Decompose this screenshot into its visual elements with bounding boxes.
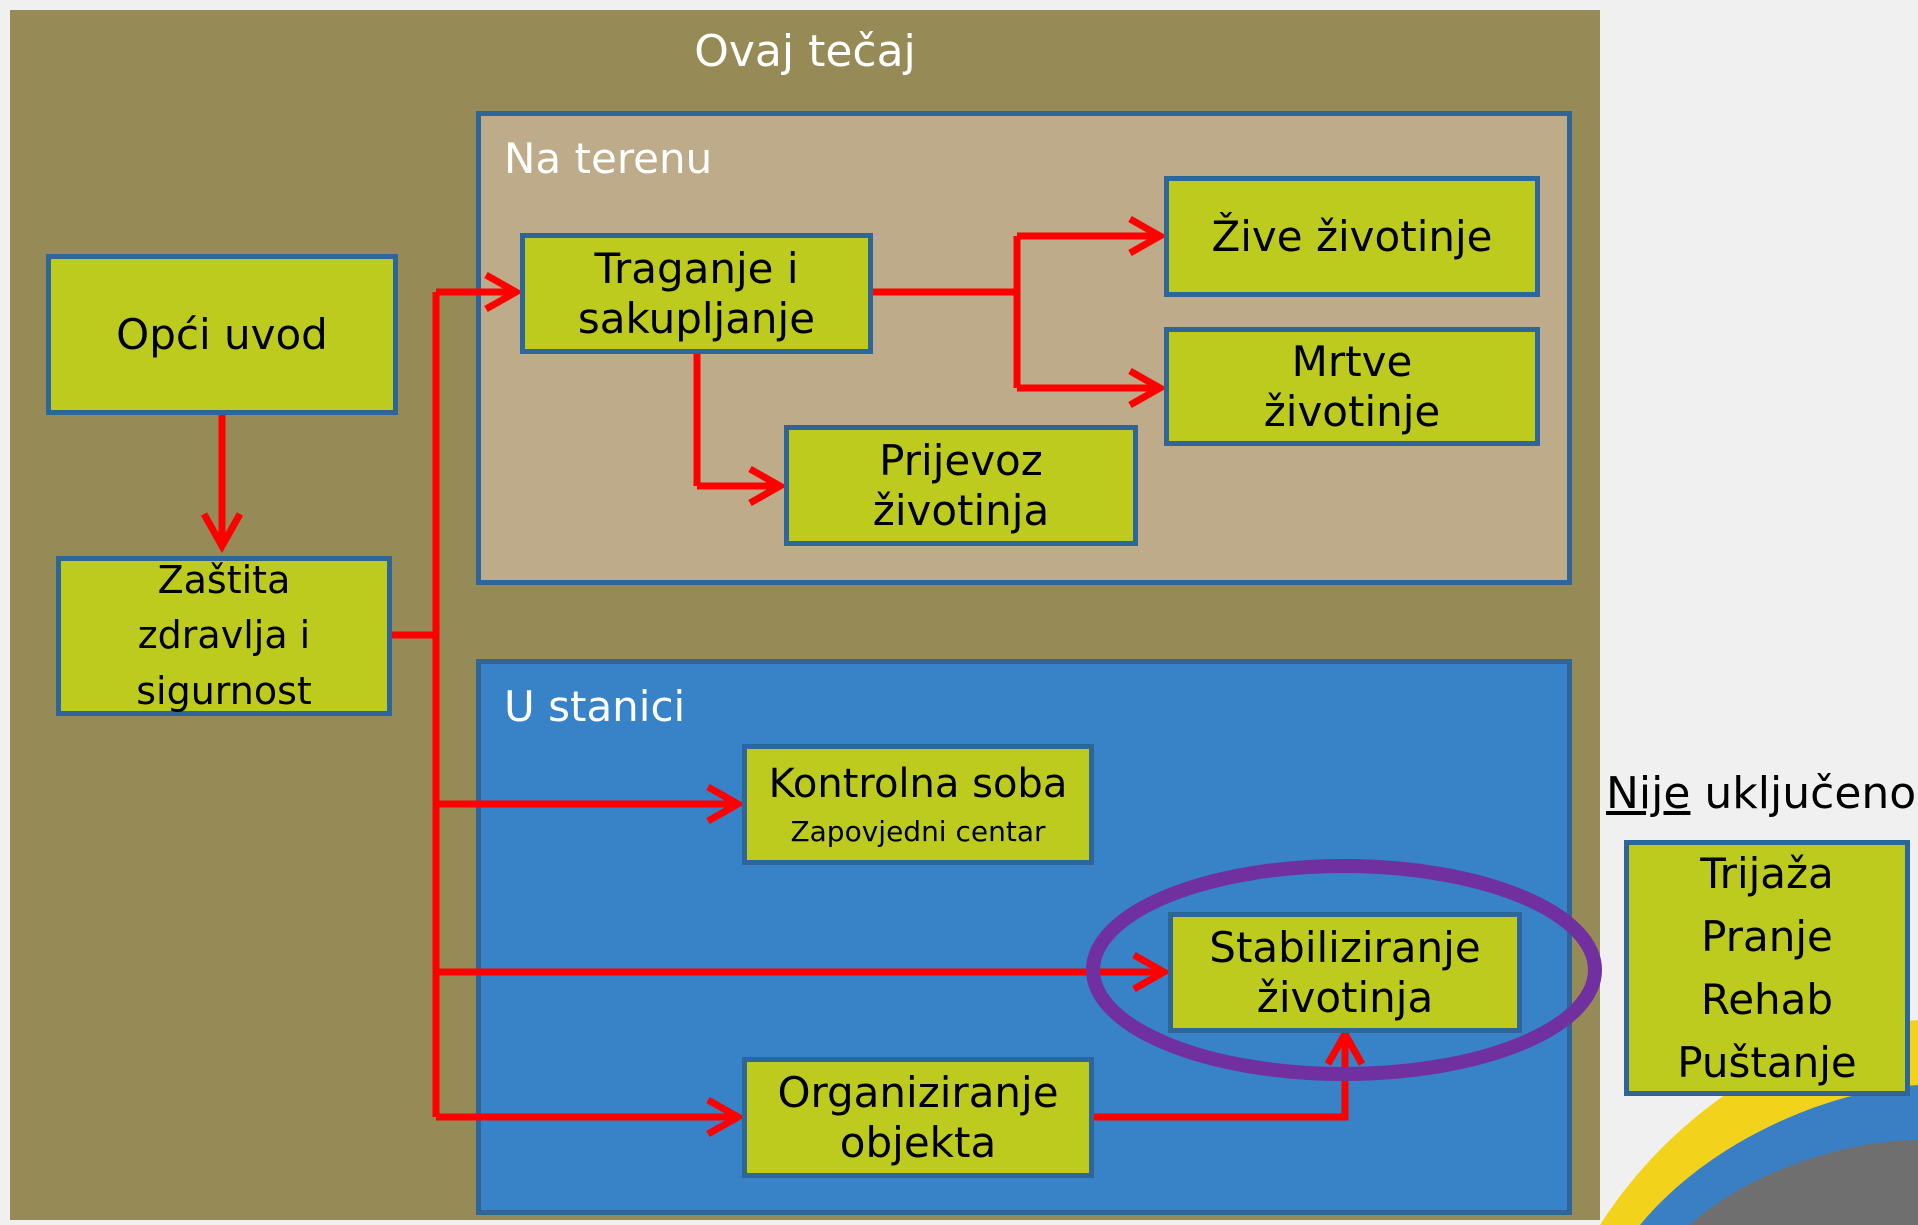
arrowhead-stabilization — [1132, 951, 1172, 993]
not-included-heading: Nije uključeno — [1606, 768, 1916, 819]
control-room-sublabel: Zapovjedni centar — [790, 814, 1046, 848]
arrowhead-safety — [200, 512, 244, 554]
arrowhead-transport — [748, 465, 788, 507]
not-included-underlined: Nije — [1606, 768, 1691, 819]
not-included-item: Puštanje — [1677, 1038, 1857, 1087]
control-room-box: Kontrolna soba Zapovjedni centar — [742, 744, 1094, 865]
stabilization-line-1: Stabiliziranje — [1209, 922, 1481, 972]
facility-setup-line-2: objekta — [839, 1117, 997, 1167]
course-title: Ovaj tečaj — [694, 26, 916, 77]
dead-animals-line-2: životinje — [1263, 386, 1441, 436]
search-collect-line-1: Traganje i — [594, 243, 799, 293]
health-safety-line-2: zdravlja i — [137, 613, 311, 658]
not-included-rest: uključeno — [1690, 768, 1917, 819]
transport-line-2: životinja — [872, 485, 1050, 535]
arrowhead-facility — [706, 1096, 746, 1138]
live-animals-box: Žive životinje — [1164, 176, 1540, 297]
facility-setup-line-1: Organiziranje — [777, 1067, 1059, 1117]
field-group-label: Na terenu — [504, 134, 713, 183]
transport-box: Prijevoz životinja — [784, 425, 1138, 546]
arrowhead-live — [1128, 215, 1168, 257]
arrowhead-facility-stabilization — [1324, 1026, 1366, 1066]
health-safety-box: Zaštita zdravlja i sigurnost — [56, 556, 392, 716]
health-safety-line-1: Zaštita — [157, 558, 291, 603]
arrow-facility-to-stabilization — [1093, 1040, 1349, 1121]
health-safety-line-3: sigurnost — [136, 668, 312, 713]
dead-animals-box: Mrtve životinje — [1164, 327, 1540, 446]
not-included-item: Rehab — [1700, 975, 1834, 1024]
general-intro-box: Opći uvod — [46, 254, 398, 415]
control-room-label: Kontrolna soba — [768, 761, 1068, 808]
facility-setup-box: Organiziranje objekta — [742, 1057, 1094, 1178]
search-collect-box: Traganje i sakupljanje — [520, 233, 873, 354]
arrowhead-control-room — [706, 783, 746, 825]
not-included-box: Trijaža Pranje Rehab Puštanje — [1624, 840, 1910, 1096]
transport-line-1: Prijevoz — [879, 435, 1043, 485]
not-included-item: Pranje — [1701, 912, 1833, 961]
general-intro-label: Opći uvod — [116, 309, 328, 359]
stabilization-line-2: životinja — [1256, 972, 1434, 1022]
station-group-label: U stanici — [504, 682, 686, 731]
arrowhead-dead — [1128, 367, 1168, 409]
dead-animals-line-1: Mrtve — [1291, 336, 1413, 386]
stabilization-box: Stabiliziranje životinja — [1168, 912, 1522, 1033]
live-animals-label: Žive životinje — [1211, 211, 1493, 261]
not-included-item: Trijaža — [1700, 849, 1834, 898]
arrowhead-search — [484, 271, 524, 313]
search-collect-line-2: sakupljanje — [577, 293, 816, 343]
highlight-ellipse — [1086, 859, 1602, 1081]
